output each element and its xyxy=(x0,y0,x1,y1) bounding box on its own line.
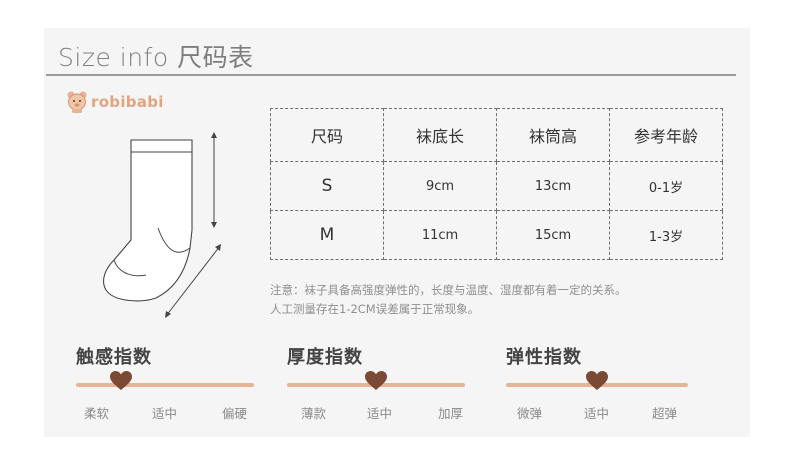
index-label-low: 柔软 xyxy=(84,406,110,421)
table-header-row: 尺码 袜底长 袜筒高 参考年龄 xyxy=(270,108,723,162)
table-cell: 11cm xyxy=(383,210,497,260)
index-label-mid: 适中 xyxy=(584,406,610,421)
index-touch: 触感指数 柔软 适中 偏硬 xyxy=(76,343,254,421)
table-cell: 0-1岁 xyxy=(609,161,723,211)
heart-icon xyxy=(365,371,387,390)
index-elasticity: 弹性指数 微弹 适中 超弹 xyxy=(506,343,688,421)
index-label-mid: 适中 xyxy=(152,406,178,421)
index-label-low: 微弹 xyxy=(517,406,543,421)
index-title: 厚度指数 xyxy=(287,347,363,368)
note-line-2: 人工测量存在1-2CM误差属于正常现象。 xyxy=(270,302,480,316)
index-label-high: 加厚 xyxy=(438,406,464,421)
table-cell: 13cm xyxy=(496,161,610,211)
title-divider xyxy=(46,74,736,76)
table-cell: 9cm xyxy=(383,161,497,211)
brand-logo: robibabi xyxy=(66,90,164,114)
header-size: 尺码 xyxy=(270,108,384,162)
table-row: M 11cm 15cm 1-3岁 xyxy=(270,210,723,260)
header-sole-length: 袜底长 xyxy=(383,108,497,162)
measurement-note: 注意：袜子具备高强度弹性的，长度与温度、湿度都有着一定的关系。 人工测量存在1-… xyxy=(270,281,627,319)
page-title: Size info 尺码表 xyxy=(58,43,254,72)
table-row: S 9cm 13cm 0-1岁 xyxy=(270,161,723,211)
header-age: 参考年龄 xyxy=(609,108,723,162)
size-table: 尺码 袜底长 袜筒高 参考年龄 S 9cm 13cm 0-1岁 M 11cm 1… xyxy=(270,108,723,260)
index-thickness: 厚度指数 薄款 适中 加厚 xyxy=(287,343,465,421)
heart-icon xyxy=(586,371,608,390)
index-title: 弹性指数 xyxy=(506,347,582,368)
index-label-mid: 适中 xyxy=(367,406,393,421)
table-cell: M xyxy=(270,210,384,260)
heart-icon xyxy=(109,371,132,390)
note-line-1: 注意：袜子具备高强度弹性的，长度与温度、湿度都有着一定的关系。 xyxy=(270,283,627,297)
index-label-high: 超弹 xyxy=(652,406,678,421)
index-bar xyxy=(76,383,254,387)
index-label-high: 偏硬 xyxy=(222,406,248,421)
sock-illustration xyxy=(103,132,221,318)
brand-name: robibabi xyxy=(91,93,164,111)
table-cell: 15cm xyxy=(496,210,610,260)
header-cuff-height: 袜筒高 xyxy=(496,108,610,162)
table-cell: 1-3岁 xyxy=(609,210,723,260)
table-cell: S xyxy=(270,161,384,211)
bear-icon xyxy=(67,91,87,113)
index-title: 触感指数 xyxy=(76,347,152,368)
index-label-low: 薄款 xyxy=(301,406,327,421)
